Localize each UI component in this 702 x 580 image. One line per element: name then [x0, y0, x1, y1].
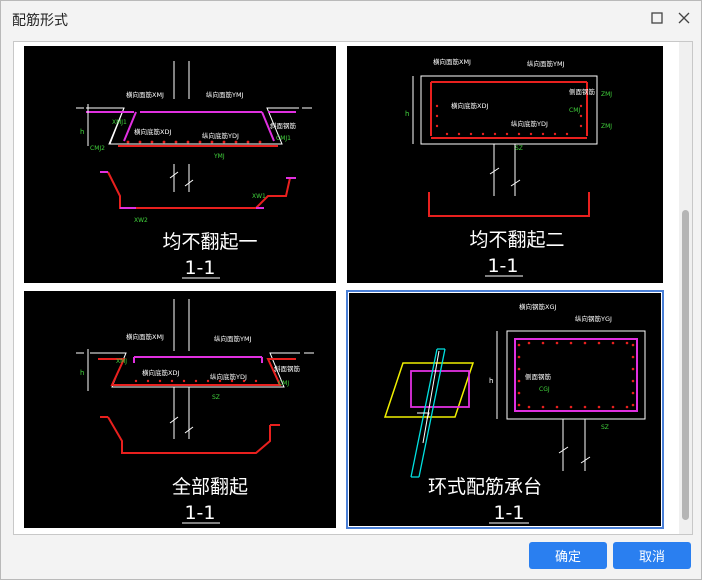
- section-mark: 1-1: [487, 255, 518, 277]
- option-tile-1[interactable]: h 横向面筋XMJ 纵向面筋YMJ 横向底筋XDJ 纵向底筋YDJ 斜面钢筋 X…: [24, 46, 336, 283]
- label-trans-bottom: 横向底筋XDJ: [134, 127, 171, 136]
- title-bar: 配筋形式: [1, 1, 701, 35]
- label-side-bar: 侧面钢筋: [569, 87, 596, 96]
- section-mark: 1-1: [184, 502, 215, 524]
- label-long-bottom: 纵向底筋YDJ: [210, 372, 247, 381]
- option-caption: 均不翻起二: [469, 229, 564, 251]
- label-trans-bottom: 横向底筋XDJ: [142, 368, 179, 377]
- label-xmj: XMJ: [116, 358, 127, 365]
- h-label: h: [405, 110, 409, 118]
- label-xw2: XW2: [134, 217, 148, 224]
- label-slope-bar: 斜面钢筋: [274, 364, 301, 373]
- option-caption: 全部翻起: [172, 476, 248, 498]
- label-sz: SZ: [212, 394, 220, 401]
- label-cmj1: CMJ1: [276, 135, 291, 142]
- ok-button[interactable]: 确定: [529, 542, 607, 569]
- h-label: h: [80, 369, 84, 377]
- cancel-button[interactable]: 取消: [613, 542, 691, 569]
- label-trans-top: 横向面筋XMJ: [126, 332, 164, 341]
- section-mark: 1-1: [184, 257, 215, 279]
- label-zmj-top: ZMJ: [601, 91, 612, 98]
- label-long-top: 纵向面筋YMJ: [206, 90, 244, 99]
- option-tile-4[interactable]: h 横向钢筋XGJ 纵向钢筋YGJ 侧面钢筋 CGJ SZ 环式配筋承台 1-1: [346, 290, 664, 529]
- label-slope-bar: 斜面钢筋: [270, 121, 297, 130]
- label-zmj-bottom: ZMJ: [601, 123, 612, 130]
- label-trans-steel: 横向钢筋XGJ: [519, 302, 556, 311]
- close-icon[interactable]: [673, 7, 695, 29]
- label-trans-bottom: 横向底筋XDJ: [451, 101, 488, 110]
- options-panel: h 横向面筋XMJ 纵向面筋YMJ 横向底筋XDJ 纵向底筋YDJ 斜面钢筋 X…: [13, 41, 693, 535]
- h-label: h: [80, 128, 84, 136]
- label-long-steel: 纵向钢筋YGJ: [575, 314, 612, 323]
- label-trans-top: 横向面筋XMJ: [433, 57, 471, 66]
- option-caption: 均不翻起一: [162, 231, 257, 253]
- window-title: 配筋形式: [12, 13, 68, 29]
- label-sz: SZ: [601, 424, 609, 431]
- label-ymj: YMJ: [213, 153, 225, 160]
- label-cmj2: CMJ2: [90, 145, 105, 152]
- section-mark: 1-1: [493, 502, 524, 524]
- label-xmj1: XMJ1: [112, 119, 127, 126]
- label-sz: SZ: [515, 145, 523, 152]
- label-long-top: 纵向面筋YMJ: [214, 334, 252, 343]
- option-tile-3[interactable]: h 横向面筋XMJ 纵向面筋YMJ 横向底筋XDJ 纵向底筋YDJ 斜面钢筋 C…: [24, 291, 336, 528]
- label-cmj: CMJ: [569, 107, 580, 114]
- label-cmj: CMJ: [278, 380, 289, 387]
- label-long-bottom: 纵向底筋YDJ: [511, 119, 548, 128]
- option-caption: 环式配筋承台: [428, 476, 542, 498]
- vertical-scrollbar[interactable]: [679, 42, 692, 534]
- label-long-bottom: 纵向底筋YDJ: [202, 131, 239, 140]
- h-label: h: [489, 377, 493, 385]
- scrollbar-thumb[interactable]: [682, 210, 689, 520]
- label-xw1: XW1: [252, 193, 266, 200]
- option-tile-2[interactable]: h 横向面筋XMJ 纵向面筋YMJ 横向底筋XDJ 纵向底筋YDJ 侧面钢筋 C…: [347, 46, 663, 283]
- maximize-icon[interactable]: [646, 7, 668, 29]
- label-long-top: 纵向面筋YMJ: [527, 59, 565, 68]
- label-trans-top: 横向面筋XMJ: [126, 90, 164, 99]
- label-side-bar: 侧面钢筋: [525, 372, 552, 381]
- label-cgj: CGJ: [539, 386, 550, 393]
